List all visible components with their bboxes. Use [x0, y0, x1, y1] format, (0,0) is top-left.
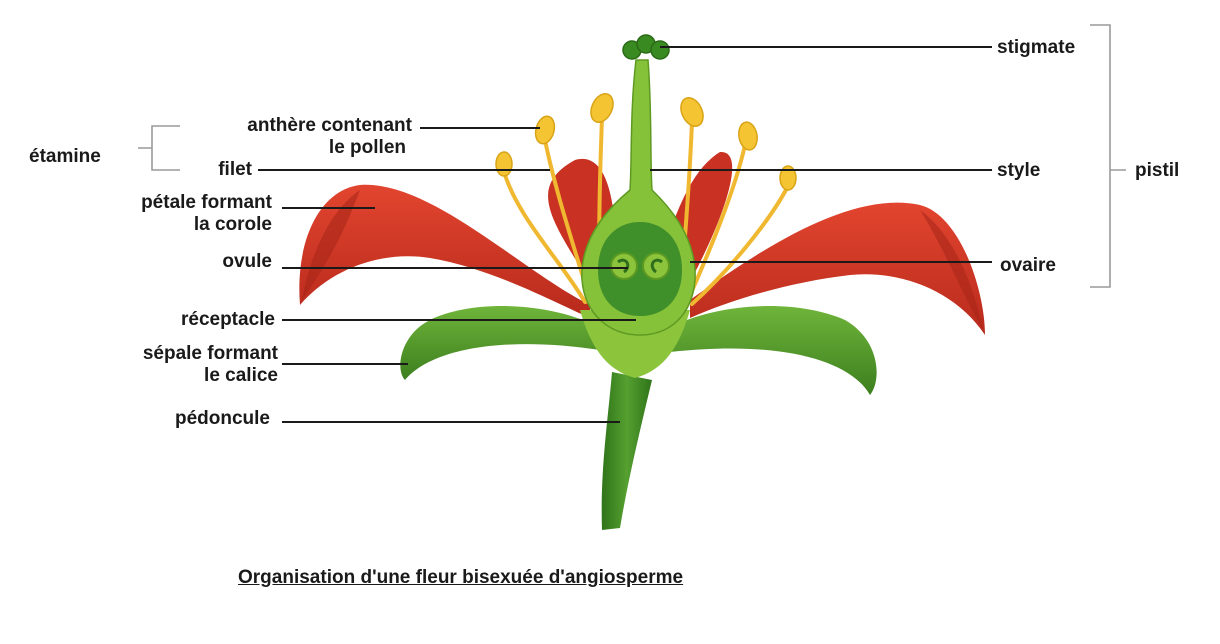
label-ovaire: ovaire	[1000, 255, 1056, 276]
petal-right-fold	[920, 210, 983, 330]
pistil-bracket	[1090, 24, 1126, 288]
leader-lines	[258, 46, 992, 423]
stem-shape	[601, 372, 652, 530]
petal-right	[690, 202, 985, 335]
sepal-left	[400, 306, 605, 380]
label-sepale-line2: le calice	[204, 365, 278, 386]
ovule-right	[642, 252, 670, 280]
ovary-cavity	[598, 222, 682, 316]
petal-left	[299, 184, 590, 318]
ovule-swirl-right	[650, 258, 663, 274]
label-receptacle: réceptacle	[181, 309, 275, 330]
label-ovule: ovule	[222, 251, 272, 272]
label-filet: filet	[218, 159, 252, 180]
etamine-bracket	[138, 125, 180, 171]
label-petale-line1: pétale formant	[141, 192, 273, 213]
stigma-shape	[622, 34, 670, 60]
label-pistil: pistil	[1135, 160, 1179, 181]
ovule-left	[610, 252, 638, 280]
label-anthere-line1: anthère contenant	[247, 115, 412, 136]
ovule-swirl-left	[617, 258, 630, 274]
label-anthere-line2: le pollen	[329, 137, 406, 158]
label-pedoncule: pédoncule	[175, 408, 270, 429]
label-style: style	[997, 160, 1040, 181]
label-sepale-line1: sépale formant	[143, 343, 279, 364]
sepal-right	[665, 306, 877, 395]
figure-caption: Organisation d'une fleur bisexuée d'angi…	[238, 567, 684, 588]
label-etamine: étamine	[29, 146, 101, 167]
label-petale-line2: la corole	[194, 214, 272, 235]
anthers	[495, 93, 797, 191]
label-stigmate: stigmate	[997, 37, 1075, 58]
petal-left-fold	[302, 190, 360, 300]
